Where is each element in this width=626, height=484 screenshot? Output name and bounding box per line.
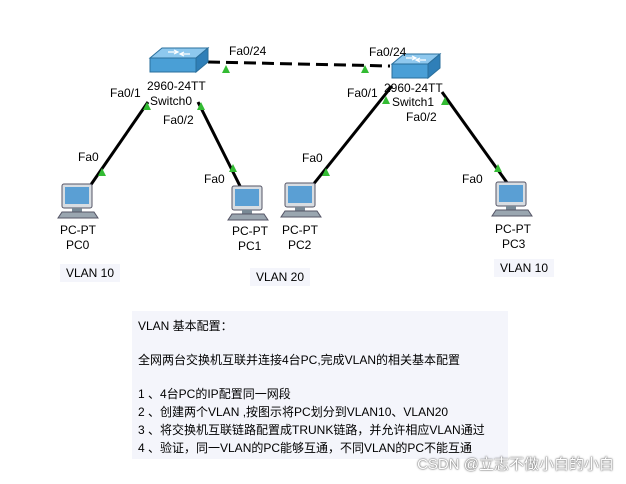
link-up-indicator: [229, 164, 237, 172]
notes-panel: VLAN 基本配置： 全网两台交换机互联并连接4台PC,完成VLAN的相关基本配…: [132, 311, 508, 459]
port-label: Fa0: [204, 172, 225, 186]
port-label: Fa0/24: [229, 44, 267, 58]
switch0-icon[interactable]: [148, 46, 210, 74]
pc0-icon[interactable]: [57, 183, 99, 219]
notes-item: 1 、4台PC的IP配置同一网段: [138, 387, 291, 401]
topology-canvas: [57, 46, 533, 221]
port-label: Fa0/2: [406, 110, 437, 124]
port-label: Fa0/24: [369, 45, 407, 59]
port-label: Fa0/2: [163, 113, 194, 127]
switch0-model-label: 2960-24TT: [147, 79, 206, 93]
pc1-icon[interactable]: [227, 185, 269, 221]
notes-item: 2 、创建两个VLAN ,按图示将PC划分到VLAN10、VLAN20: [138, 405, 449, 419]
vlan-label-right: VLAN 10: [494, 259, 555, 277]
link-up-indicator: [441, 97, 449, 105]
link-switch1-pc2: [310, 85, 394, 187]
port-label: Fa0: [462, 172, 483, 186]
port-label: Fa0/1: [347, 86, 378, 100]
notes-summary: 全网两台交换机互联并连接4台PC,完成VLAN的相关基本配置: [138, 353, 461, 367]
pc3-model-label: PC-PT: [495, 222, 531, 236]
notes-title: VLAN 基本配置：: [138, 319, 233, 333]
port-label: Fa0/1: [110, 86, 141, 100]
switch1-icon[interactable]: [390, 52, 442, 80]
pc3-icon[interactable]: [491, 181, 533, 217]
switch1-name-label: Switch1: [392, 95, 435, 109]
link-up-indicator: [322, 168, 330, 176]
pc1-name-label: PC1: [238, 239, 262, 253]
link-up-indicator: [494, 164, 502, 172]
switch0-name-label: Switch0: [150, 94, 193, 108]
vlan-label-middle: VLAN 20: [250, 268, 311, 286]
notes-item: 4 、验证，同一VLAN的PC能够互通，不同VLAN的PC不能互通: [138, 441, 473, 455]
pc3-name-label: PC3: [502, 237, 526, 251]
port-label: Fa0: [302, 151, 323, 165]
notes-item: 3 、将交换机互联链路配置成TRUNK链路，并允许相应VLAN通过: [138, 423, 485, 437]
link-up-indicator: [222, 65, 230, 73]
pc2-icon[interactable]: [280, 182, 322, 218]
watermark: CSDN @立志不做小白的小白: [417, 456, 614, 473]
pc0-name-label: PC0: [66, 238, 90, 252]
link-up-indicator: [197, 102, 205, 110]
pc1-model-label: PC-PT: [232, 224, 268, 238]
link-up-indicator: [361, 65, 369, 73]
trunk-link: [207, 60, 391, 68]
vlan-label-left: VLAN 10: [60, 264, 121, 282]
link-up-indicator: [98, 168, 106, 176]
port-label: Fa0: [78, 150, 99, 164]
link-up-indicator: [382, 96, 390, 104]
pc0-model-label: PC-PT: [60, 223, 96, 237]
link-up-indicator: [143, 102, 151, 110]
pc2-name-label: PC2: [288, 238, 312, 252]
link-switch0-pc0: [88, 101, 150, 187]
pc2-model-label: PC-PT: [282, 223, 318, 237]
switch1-model-label: 2960-24TT: [384, 81, 443, 95]
